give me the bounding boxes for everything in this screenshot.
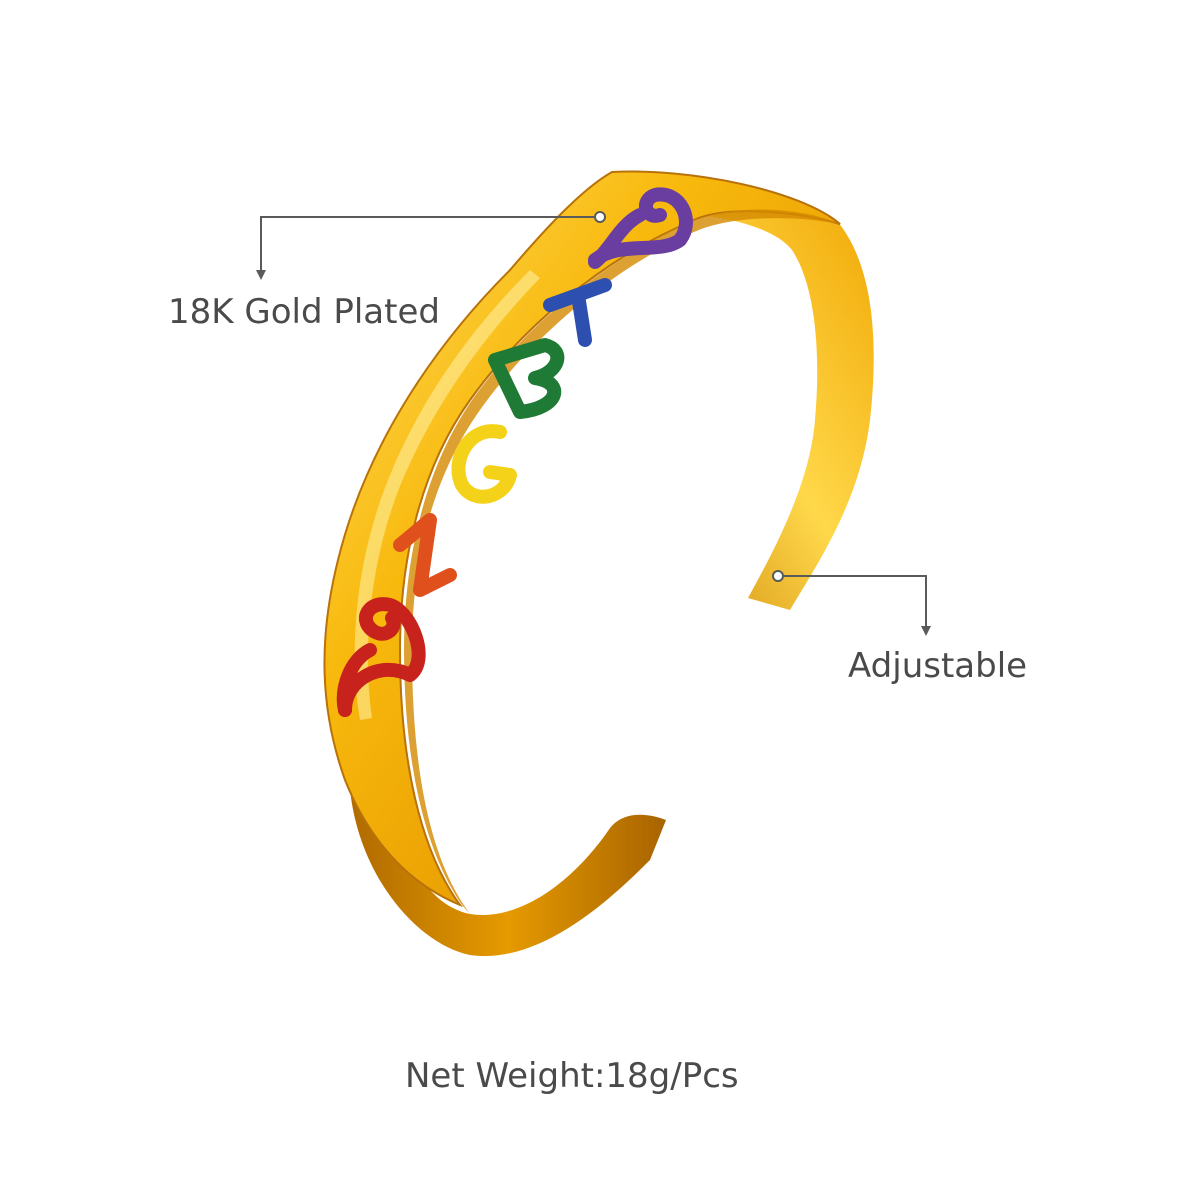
cuff-highlight: [354, 270, 540, 720]
letter-t-icon: [543, 278, 612, 347]
letter-g-icon: [451, 424, 517, 504]
letter-b-icon: [488, 338, 565, 419]
letter-l-icon: [393, 513, 457, 597]
cuff-inner-surface: [612, 176, 874, 610]
net-weight-label: Net Weight:18g/Pcs: [405, 1056, 739, 1096]
adjustable-label: Adjustable: [848, 646, 1028, 686]
heart-swirl-icon: [336, 597, 426, 717]
callout-gold-plated-lines: [256, 211, 606, 280]
callout-adjustable-lines: [772, 570, 931, 636]
enamel-symbols: [336, 187, 693, 717]
gold-plated-label: 18K Gold Plated: [168, 292, 440, 332]
heart-swirl-icon: [588, 187, 693, 269]
cuff-lower-arc: [350, 790, 666, 957]
